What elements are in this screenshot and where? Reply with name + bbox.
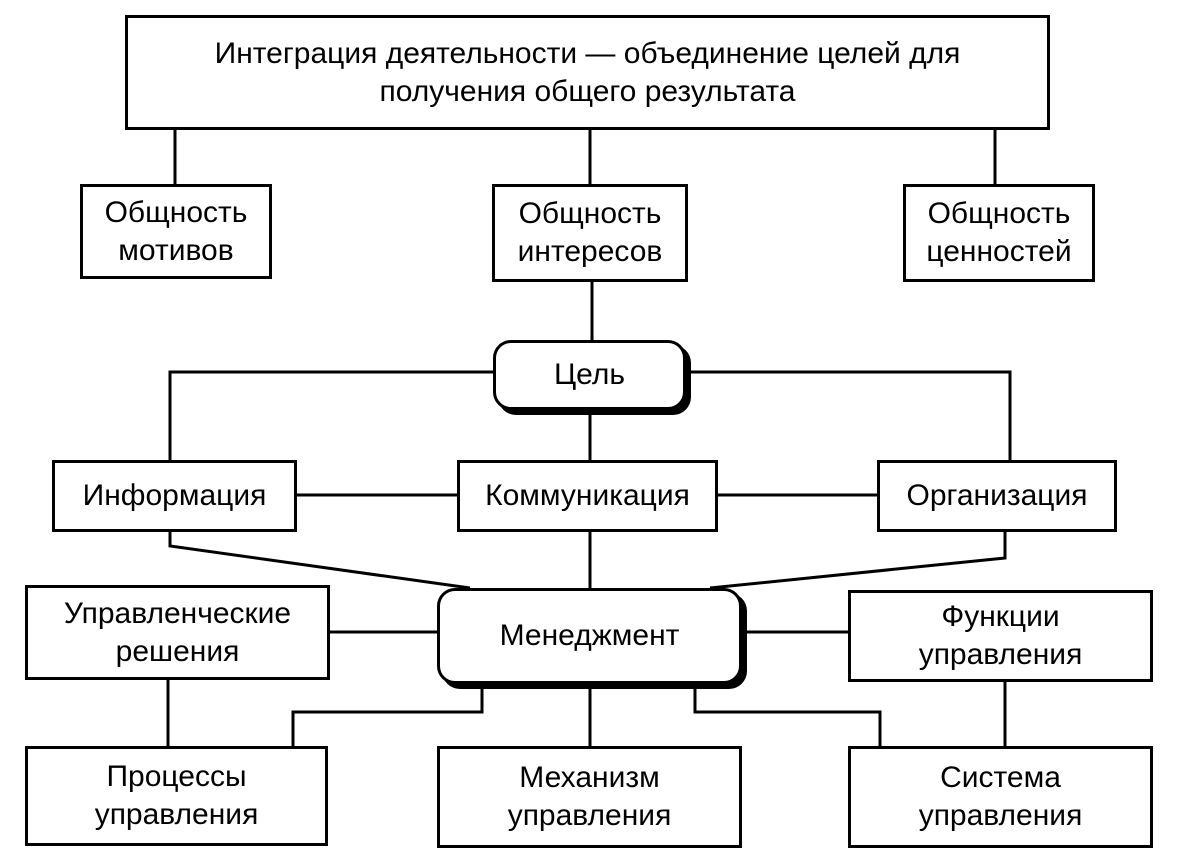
connector-organization-management (709, 532, 1007, 590)
node-mechanism: Механизм управления (437, 746, 742, 848)
node-decisions-label: Управленческие решения (63, 596, 292, 668)
node-information-label: Информация (82, 479, 267, 512)
node-integration: Интеграция деятельности — объединение це… (125, 15, 1050, 130)
node-goal-label: Цель (553, 358, 625, 391)
node-organization: Организация (877, 460, 1117, 532)
node-system-label: Система управления (918, 761, 1083, 832)
connector-goal-organization (688, 370, 1012, 460)
node-communication: Коммуникация (457, 460, 718, 532)
connector-information-management (168, 532, 471, 590)
connector-management-system (693, 684, 882, 746)
node-motives: Общность мотивов (80, 184, 272, 279)
node-values: Общность ценностей (903, 184, 1095, 282)
node-interests: Общность интересов (492, 184, 688, 282)
node-goal: Цель (493, 340, 686, 410)
node-processes-label: Процессы управления (94, 760, 259, 831)
connector-goal-information (168, 370, 493, 460)
node-management-label: Менеджмент (499, 619, 680, 652)
node-communication-label: Коммуникация (485, 479, 690, 512)
node-system: Система управления (848, 746, 1153, 848)
node-functions: Функции управления (848, 590, 1153, 682)
node-functions-label: Функции управления (918, 600, 1083, 671)
node-processes: Процессы управления (25, 746, 328, 846)
node-motives-label: Общность мотивов (104, 195, 248, 267)
node-information: Информация (52, 460, 297, 532)
node-organization-label: Организация (906, 479, 1088, 512)
node-interests-label: Общность интересов (517, 197, 663, 268)
connector-management-processes (291, 684, 484, 746)
node-integration-label: Интеграция деятельности — объединение це… (214, 36, 961, 108)
node-management: Менеджмент (437, 588, 742, 684)
node-mechanism-label: Механизм управления (507, 761, 672, 832)
node-decisions: Управленческие решения (25, 585, 330, 680)
node-values-label: Общность ценностей (926, 197, 1072, 268)
